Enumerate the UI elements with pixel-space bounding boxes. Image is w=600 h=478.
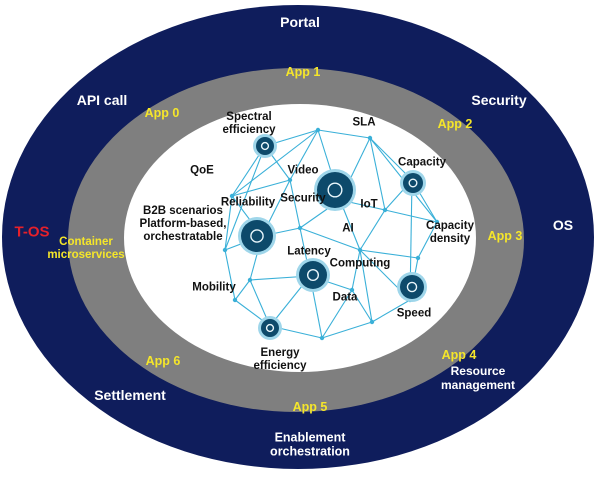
network-link [351,289,373,323]
network-link [321,289,353,339]
label-app-4: App 4 [441,347,477,362]
label-capacity-density: Capacity density [426,219,474,245]
label-ai: AI [342,222,354,235]
label-app-6: App 6 [145,353,181,368]
label-t-os: T-OS [14,223,50,241]
network-link [299,227,361,251]
label-portal: Portal [280,13,320,30]
label-settlement: Settlement [94,386,166,403]
signal-icon [253,134,277,158]
label-b2b-scenarios: B2B scenarios Platform-based, orchestrat… [139,205,227,244]
network-link [321,321,373,339]
label-app-5: App 5 [292,399,328,414]
label-os: OS [552,216,574,233]
label-app-2: App 2 [437,116,473,131]
label-security-ring: Security [471,91,527,108]
network-link [224,249,236,301]
bulb-icon [314,169,356,211]
network-link [417,221,438,259]
network-link [317,129,371,139]
rocket-icon [238,217,276,255]
label-resource-management: Resource management [440,364,516,392]
core-circle [124,104,476,372]
label-computing: Computing [329,257,391,270]
network-link [289,129,319,181]
network-vertex [357,247,363,253]
network-link [359,249,373,323]
label-video: Video [287,164,319,177]
label-data: Data [332,291,358,304]
label-qoe: QoE [190,164,214,177]
label-latency: Latency [287,245,331,258]
network-vertex [297,225,303,231]
label-iot: IoT [360,198,378,211]
label-capacity: Capacity [398,156,446,169]
network-vertex [382,207,388,213]
label-app-1: App 1 [285,64,321,79]
network-vertex [222,247,228,253]
network-vertex [434,219,440,225]
label-container-microservices: Container microservices [47,235,125,261]
label-api-call: API call [76,91,128,108]
network-link [231,179,291,197]
network-link [359,249,419,259]
network-vertex [247,277,253,283]
gear-icon [397,272,427,302]
network-nodes [238,134,427,340]
network-vertex [367,135,373,141]
label-app-3: App 3 [487,228,523,243]
network-link [224,195,233,251]
label-reliability: Reliability [220,196,276,209]
network-vertex [315,127,321,133]
label-sla: SLA [352,116,376,129]
network-link [371,299,411,323]
network-vertex [369,319,375,325]
label-app-0: App 0 [144,105,180,120]
network-link [234,279,251,301]
search-icon [258,316,282,340]
network-link [351,249,361,291]
network-link [369,137,386,211]
label-security-core: Security [280,192,326,205]
storage-icon [400,170,426,196]
label-energy-efficiency: Energy efficiency [253,346,307,372]
network-link [224,145,266,251]
label-mobility: Mobility [192,281,236,294]
network-vertex [349,287,355,293]
network-vertex [287,177,293,183]
label-speed: Speed [396,307,432,320]
label-enablement-orchestration: Enablement orchestration [270,430,350,459]
network-link [289,179,301,229]
network-vertex [229,193,235,199]
network-vertex [319,335,325,341]
balance-icon [296,258,330,292]
network-vertex [415,255,421,261]
network-link [359,209,386,251]
network-vertex [232,297,238,303]
label-spectral-efficiency: Spectral efficiency [222,110,276,136]
network-link [231,129,319,197]
